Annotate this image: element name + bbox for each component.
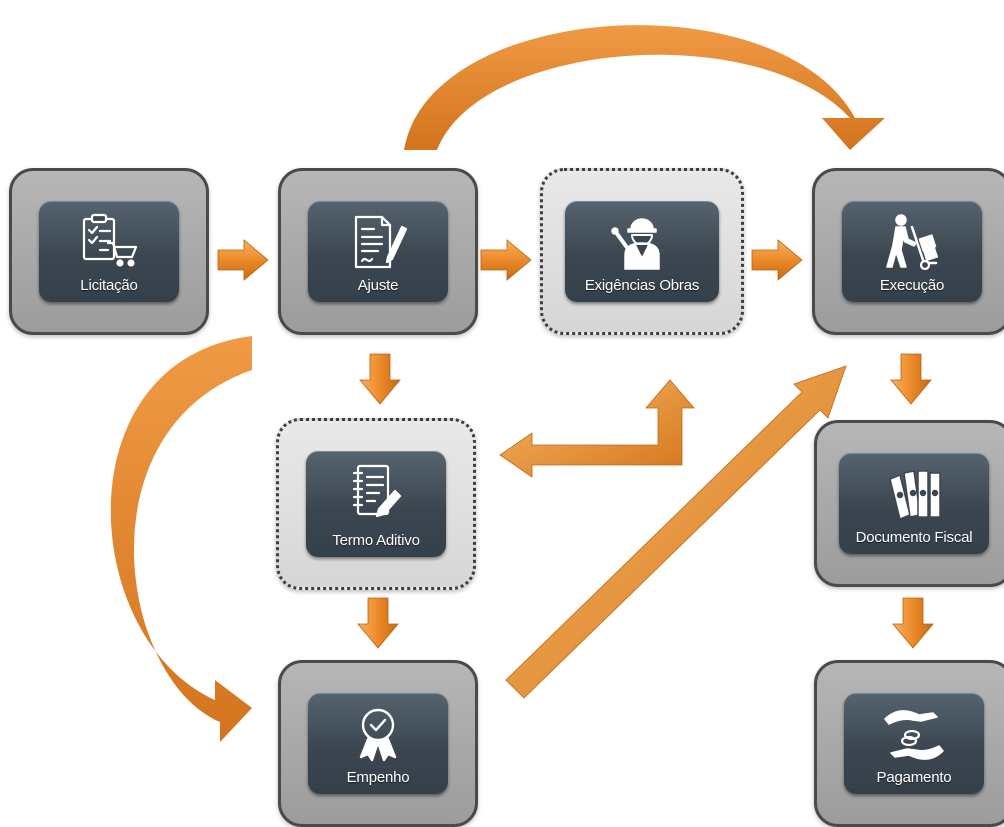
tile-pagamento: Pagamento: [844, 693, 984, 794]
bent-arrow-termo-exigencias: [499, 379, 695, 478]
node-label: Empenho: [346, 769, 410, 786]
tile-empenho: Empenho: [308, 693, 448, 794]
tile-licitacao: Licitação: [39, 201, 179, 302]
node-pagamento[interactable]: Pagamento: [814, 660, 1004, 827]
arrow-ajuste-exigencias: [480, 239, 532, 281]
node-label: Execução: [879, 277, 945, 294]
node-label: Termo Aditivo: [332, 532, 420, 549]
hand-coins-icon: [884, 710, 944, 760]
node-empenho[interactable]: Empenho: [278, 660, 478, 827]
tile-execucao: Execução: [842, 201, 982, 302]
node-ajuste[interactable]: Ajuste: [278, 168, 478, 335]
clipboard-cart-icon: [82, 213, 138, 267]
contract-pen-icon: [354, 215, 408, 269]
hand-truck-icon: [886, 214, 939, 271]
arrow-termo-empenho: [357, 597, 399, 649]
arrow-ajuste-termo: [359, 353, 401, 405]
node-label: Ajuste: [357, 277, 399, 294]
arrow-licitacao-ajuste: [217, 239, 269, 281]
node-termo-aditivo[interactable]: Termo Aditivo: [276, 418, 476, 590]
node-licitacao[interactable]: Licitação: [9, 168, 209, 335]
tile-exigencias-obras: Exigências Obras: [565, 201, 719, 302]
node-label: Licitação: [80, 277, 138, 294]
document-edit-icon: [352, 464, 402, 518]
node-label: Exigências Obras: [584, 277, 700, 294]
arrow-exigencias-execucao: [751, 239, 803, 281]
node-label: Pagamento: [876, 769, 952, 786]
tile-documento-fiscal: Documento Fiscal: [839, 453, 989, 554]
node-label: Documento Fiscal: [855, 529, 973, 546]
tile-termo-aditivo: Termo Aditivo: [306, 451, 446, 557]
curved-arrow-ajuste-empenho: [110, 336, 252, 742]
node-exigencias-obras[interactable]: Exigências Obras: [540, 168, 744, 335]
node-execucao[interactable]: Execução: [812, 168, 1004, 335]
curved-arrow-ajuste-execucao: [404, 25, 885, 150]
node-documento-fiscal[interactable]: Documento Fiscal: [814, 420, 1004, 587]
arrow-documento-pagamento: [892, 597, 934, 649]
binders-icon: [889, 470, 941, 520]
arrow-execucao-documento: [890, 353, 932, 405]
diagonal-arrow-empenho-execucao: [505, 365, 847, 699]
tile-ajuste: Ajuste: [308, 201, 448, 302]
award-badge-icon: [359, 708, 397, 762]
engineer-icon: [611, 218, 660, 270]
